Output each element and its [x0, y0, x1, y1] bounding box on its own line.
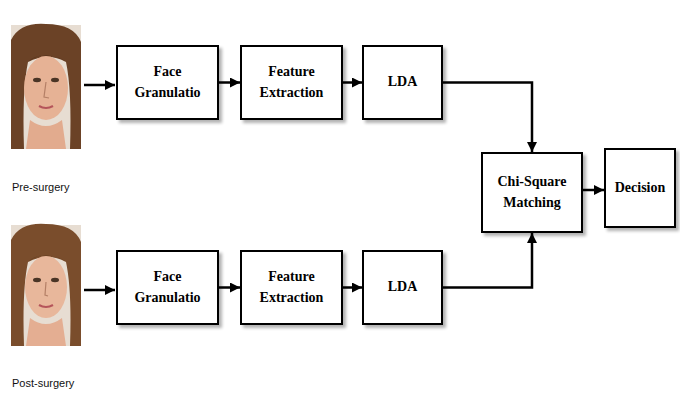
process-box: LDA [362, 45, 443, 120]
flow-arrow [219, 286, 240, 289]
process-box: Decision [604, 148, 676, 228]
box-label: Face Granulatio [123, 267, 212, 308]
box-label: LDA [388, 277, 418, 297]
box-label: Feature Extraction [247, 267, 336, 308]
process-box: Chi-Square Matching [481, 152, 583, 233]
photo-caption: Pre-surgery [12, 181, 69, 193]
process-box: Face Granulatio [116, 250, 219, 325]
process-box: Feature Extraction [240, 45, 343, 120]
process-box: Feature Extraction [240, 250, 343, 325]
box-label: Decision [615, 178, 666, 198]
process-box: Face Granulatio [116, 45, 219, 120]
pre-surgery-photo [11, 24, 81, 149]
photo-caption: Post-surgery [12, 377, 74, 389]
process-box: LDA [362, 250, 443, 325]
post-surgery-photo [11, 224, 81, 346]
flow-arrow [219, 81, 240, 84]
flow-arrow [443, 83, 532, 153]
flow-arrow [343, 286, 362, 289]
flow-arrow [583, 189, 604, 192]
photo-arrow [84, 289, 115, 292]
box-label: Chi-Square Matching [488, 172, 576, 213]
box-label: LDA [388, 72, 418, 92]
box-label: Face Granulatio [123, 62, 212, 103]
photo-arrow [84, 84, 115, 87]
box-label: Feature Extraction [247, 62, 336, 103]
flow-arrow [443, 233, 532, 288]
flow-arrow [343, 81, 362, 84]
